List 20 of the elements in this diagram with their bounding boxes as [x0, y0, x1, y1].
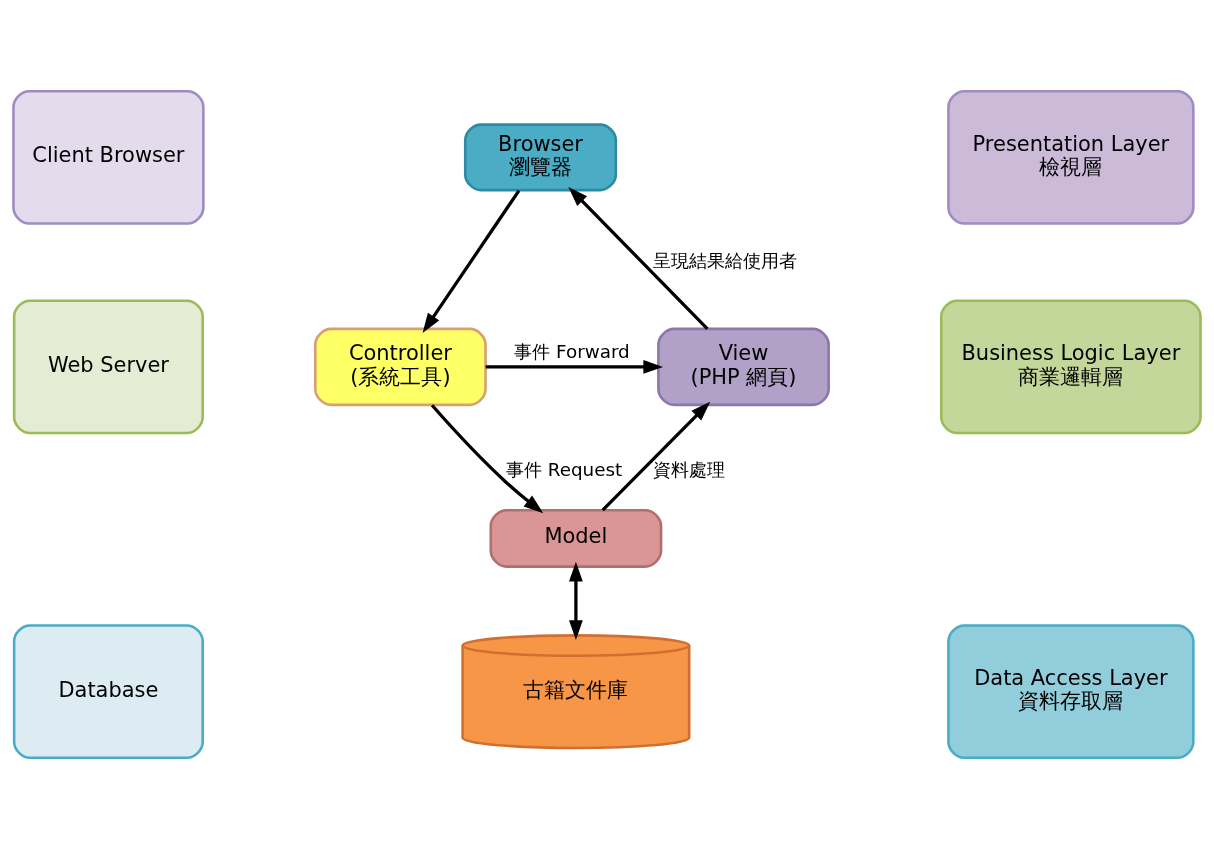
edge-label: 事件 Forward: [514, 340, 630, 362]
arrow: [485, 359, 664, 374]
arrow: [430, 403, 544, 513]
arrow: [422, 189, 521, 333]
node-box: View (PHP 網頁): [657, 327, 830, 406]
arrow: [568, 186, 709, 330]
node-box: Web Server: [12, 298, 204, 434]
arrow: [601, 401, 711, 511]
node-box: Presentation Layer 檢視層: [947, 89, 1195, 225]
edge-label: 呈現結果給使用者: [652, 249, 797, 271]
edge-label: 事件 Request: [505, 458, 623, 480]
node-box: Data Access Layer 資料存取層: [947, 623, 1195, 759]
arrow: [569, 561, 583, 640]
node-box: Browser 瀏覽器: [463, 122, 618, 191]
node-box: Client Browser: [12, 89, 205, 225]
edge-label: 資料處理: [652, 458, 725, 480]
node-box: Controller (系統工具): [314, 327, 487, 406]
node-box: Business Logic Layer 商業邏輯層: [939, 298, 1202, 434]
node-box: Model: [489, 508, 663, 568]
node-box: Database: [12, 623, 204, 759]
